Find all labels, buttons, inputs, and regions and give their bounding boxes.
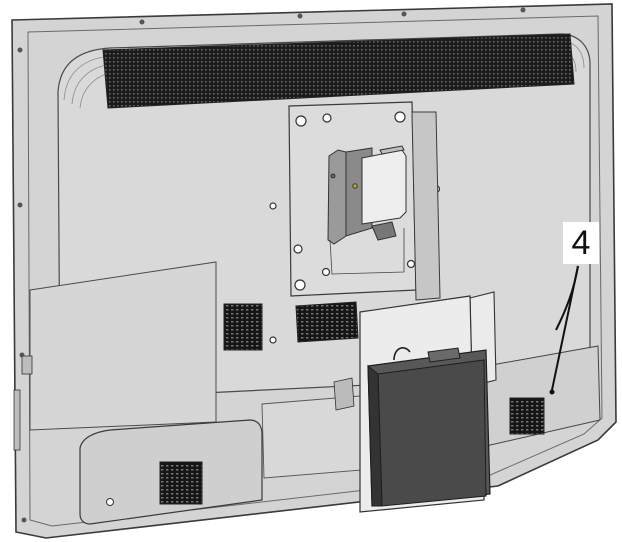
- top-screws: [17, 7, 526, 523]
- mini-pc-box-front: [377, 359, 487, 507]
- bottom-screw: [106, 498, 114, 506]
- center-left-vent: [223, 303, 263, 351]
- left-cover-panel: [29, 261, 217, 431]
- callout-leaders: [551, 265, 579, 391]
- mini-pc-box-side: [367, 364, 383, 507]
- callout-target-point: [549, 389, 555, 395]
- callout-number: 4: [563, 222, 599, 264]
- lower-center-vent: [295, 301, 359, 343]
- bottom-center-bracket: [261, 395, 363, 479]
- mini-pc-top-connector: [427, 347, 461, 363]
- mount-rail: [411, 111, 441, 301]
- side-grips: [13, 355, 33, 451]
- mini-pc-handle: [393, 347, 411, 361]
- top-vent-grille: [102, 33, 575, 109]
- bottom-left-vent: [159, 461, 203, 505]
- right-vent: [509, 397, 545, 435]
- guide-lines: [329, 228, 405, 275]
- mount-bracket: [327, 145, 407, 245]
- tv-bezel-line: [27, 15, 603, 527]
- small-clip: [333, 377, 355, 411]
